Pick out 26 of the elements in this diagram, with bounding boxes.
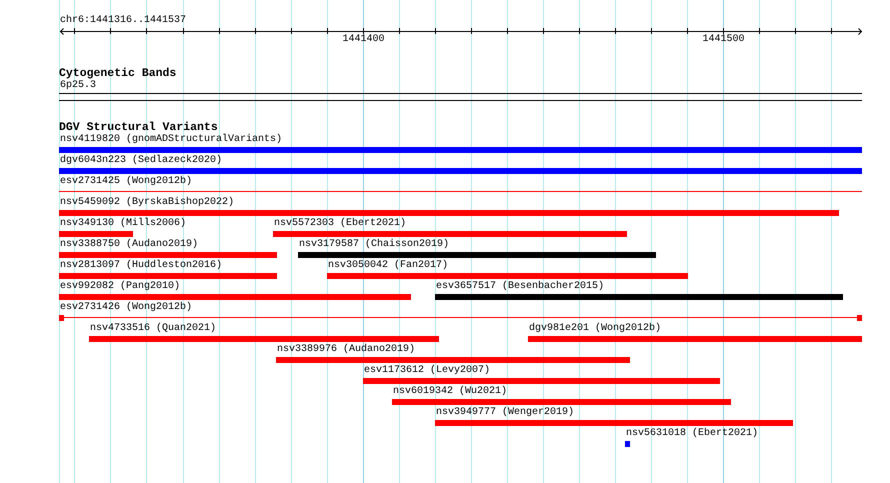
variant-label: nsv2813097 (Huddleston2016): [60, 260, 222, 272]
variant-label: esv2731426 (Wong2012b): [60, 302, 192, 314]
coordinate-label: chr6:1441316..1441537: [60, 15, 186, 27]
variant-label: esv3657517 (Besenbacher2015): [436, 281, 604, 293]
variant-label: nsv6019342 (Wu2021): [393, 386, 508, 398]
variant-label: esv1173612 (Levy2007): [364, 365, 490, 377]
variant-label: dgv6043n223 (Sedlazeck2020): [60, 155, 222, 167]
variant-label: dgv981e201 (Wong2012b): [529, 323, 662, 335]
variant-label: nsv3388750 (Audano2019): [60, 239, 198, 251]
band-label: 6p25.3: [60, 80, 96, 92]
track-heading: DGV Structural Variants: [59, 121, 218, 134]
variant-label: esv2731425 (Wong2012b): [60, 176, 192, 188]
variant-label: esv992082 (Pang2010): [60, 281, 180, 293]
tick-label: 1441500: [702, 34, 744, 46]
variant-label: nsv5631018 (Ebert2021): [626, 428, 758, 440]
variant-label: nsv349130 (Mills2006): [60, 218, 186, 230]
track-heading: Cytogenetic Bands: [59, 67, 176, 80]
tick-label: 1441400: [342, 34, 384, 46]
variant-label: nsv3179587 (Chaisson2019): [299, 239, 450, 251]
variant-label: nsv4119820 (gnomADStructuralVariants): [60, 134, 282, 146]
variant-label: nsv3050042 (Fan2017): [328, 260, 448, 272]
variant-label: nsv5572303 (Ebert2021): [274, 218, 406, 230]
variant-label: nsv5459092 (ByrskaBishop2022): [60, 197, 234, 209]
variant-label: nsv3389976 (Audano2019): [277, 344, 416, 356]
variant-label: nsv3949777 (Wenger2019): [436, 407, 574, 419]
variant-label: nsv4733516 (Quan2021): [90, 323, 216, 335]
